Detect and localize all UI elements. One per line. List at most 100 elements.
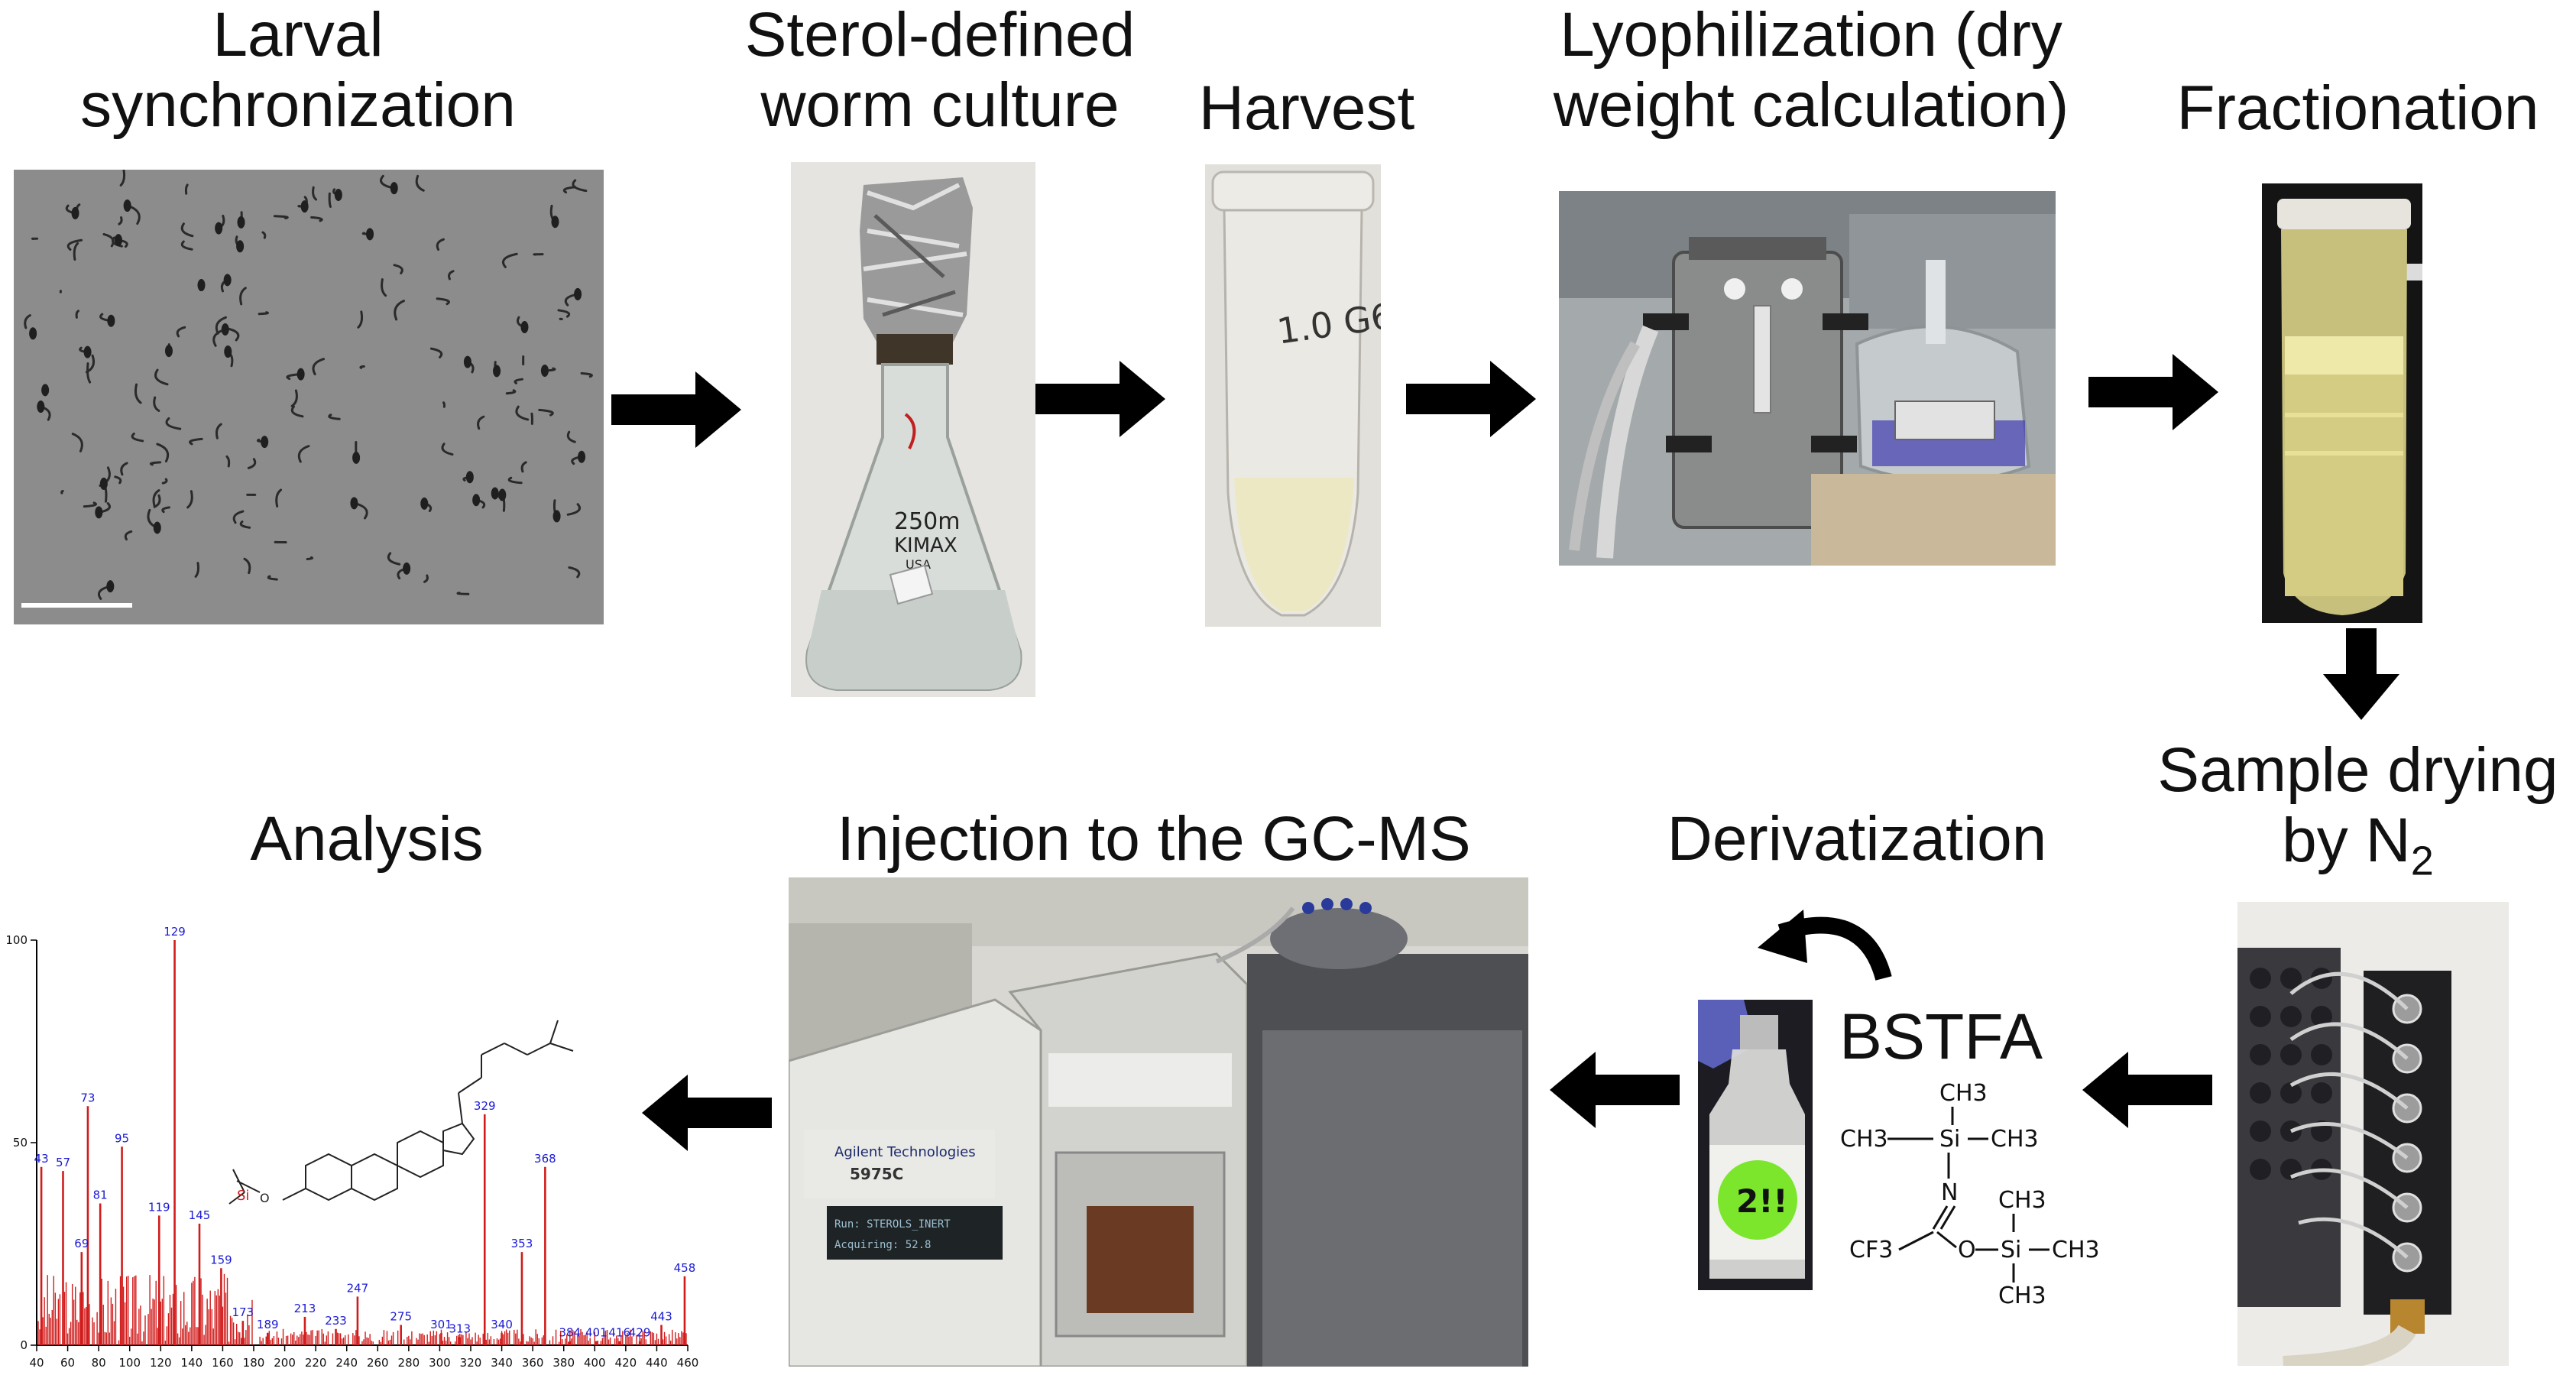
step-label-culture-line1: Sterol-defined	[744, 0, 1136, 70]
drying-label-prefix: by N	[2282, 806, 2411, 875]
step-label-analysis: Analysis	[153, 804, 581, 874]
x-tick-label: 160	[212, 1356, 234, 1370]
larva-body	[224, 345, 232, 358]
fractionation-tube-photo	[2262, 183, 2422, 623]
larva	[124, 530, 133, 541]
larva	[215, 316, 227, 335]
larva-body	[472, 494, 481, 507]
larva	[328, 192, 332, 208]
larva-body	[574, 287, 582, 300]
larva	[161, 506, 170, 514]
larva-body	[491, 487, 499, 500]
larva	[273, 215, 289, 219]
larva	[215, 423, 222, 439]
drying-label-subscript: 2	[2410, 838, 2434, 884]
peak-label: 189	[257, 1318, 279, 1331]
larva	[180, 240, 193, 251]
x-tick-label: 220	[305, 1356, 327, 1370]
atom-si-center: Si	[1939, 1126, 1960, 1153]
larva-body	[83, 345, 92, 358]
peak-label: 401	[585, 1326, 608, 1340]
larva	[394, 300, 405, 321]
larva	[423, 574, 429, 583]
peak-label: 129	[164, 925, 186, 939]
larva	[134, 383, 142, 404]
larva-body	[463, 355, 471, 368]
larva-body	[520, 321, 529, 334]
larva	[441, 443, 454, 456]
larva	[24, 314, 31, 329]
larva	[120, 462, 128, 476]
step-label-fractionation: Fractionation	[2140, 73, 2576, 144]
larva	[60, 489, 64, 495]
peak-label: 159	[210, 1253, 232, 1266]
peak-label: 313	[449, 1321, 471, 1335]
larva	[275, 488, 283, 508]
larva	[477, 415, 485, 430]
peak-label: 301	[430, 1318, 452, 1331]
larva-body	[123, 199, 131, 212]
larva	[66, 238, 83, 251]
arrow-right-icon	[2088, 354, 2218, 430]
step-label-harvest: Harvest	[1162, 73, 1452, 144]
larva	[429, 347, 443, 358]
bstfa-structure: CH3 CH3 Si CH3 N CF3 O Si CH3 CH3 CH3	[1840, 1080, 2100, 1309]
larva	[156, 443, 170, 462]
larva	[514, 378, 523, 384]
peak-label: 368	[534, 1152, 556, 1166]
larva-body	[107, 314, 115, 327]
peak-label: 173	[232, 1305, 254, 1319]
molecule-o-label: O	[260, 1191, 270, 1205]
larva	[502, 252, 518, 268]
larva	[232, 510, 245, 524]
step-label-lyophilization-line1: Lyophilization (dry	[1560, 0, 2062, 70]
larva-body	[578, 450, 586, 463]
x-tick-label: 460	[677, 1356, 699, 1370]
curved-arrow-icon	[1758, 910, 1892, 981]
peak-label: 145	[189, 1208, 211, 1222]
peak-label: 340	[491, 1318, 513, 1331]
x-tick-label: 180	[243, 1356, 265, 1370]
peak-label: 95	[115, 1131, 129, 1145]
x-tick-label: 240	[335, 1356, 358, 1370]
larva	[247, 458, 257, 469]
peak-label: 443	[650, 1310, 672, 1324]
peak-label: 416	[608, 1326, 630, 1340]
x-tick-label: 40	[29, 1356, 44, 1370]
reagent-name: BSTFA	[1839, 1000, 2043, 1072]
larva	[119, 170, 126, 186]
larva	[557, 309, 571, 318]
larva-body	[493, 365, 501, 378]
larva	[306, 556, 313, 560]
lyophilizer-photo	[1559, 191, 2056, 566]
gcms-model-text: 5975C	[850, 1165, 903, 1183]
peak-label: 458	[674, 1261, 696, 1275]
larva	[153, 494, 161, 508]
larva-body	[95, 506, 103, 519]
larva	[520, 461, 527, 473]
larva	[580, 371, 593, 378]
larva	[442, 401, 446, 408]
arrow-left-icon	[2082, 1052, 2212, 1128]
step-label-derivatization-line1: Derivatization	[1667, 804, 2047, 874]
larva	[566, 430, 576, 443]
larva	[393, 264, 403, 274]
larva	[566, 503, 581, 516]
larva-body	[366, 228, 374, 241]
step-label-harvest-line1: Harvest	[1198, 73, 1415, 143]
peak-label: 353	[511, 1237, 533, 1250]
larva	[239, 520, 251, 529]
tube-pellet	[1234, 478, 1354, 611]
larva	[381, 278, 387, 297]
derivatization-vial-photo: 2!!	[1698, 1000, 1813, 1290]
larva-body	[390, 182, 398, 195]
arrow-down-icon	[2323, 628, 2399, 720]
larva-body	[552, 510, 561, 523]
atom-ch3-b-bottom: CH3	[1998, 1283, 2046, 1309]
larva	[73, 242, 79, 261]
x-tick-label: 280	[398, 1356, 420, 1370]
larva	[152, 489, 160, 508]
arrow-left-icon	[642, 1075, 772, 1151]
peak-label: 43	[34, 1152, 49, 1166]
